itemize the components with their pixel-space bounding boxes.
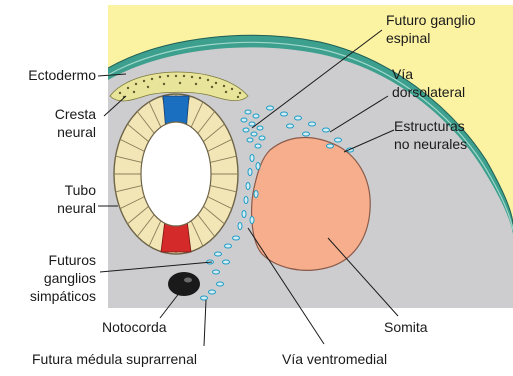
label-dorso-line2: dorsolateral	[392, 84, 465, 100]
label-cresta-line2: neural	[57, 124, 96, 140]
label-notocorda: Notocorda	[102, 319, 167, 335]
label-somita: Somita	[384, 319, 428, 335]
label-ventro: Vía ventromedial	[282, 351, 387, 367]
label-cresta-line1: Cresta	[55, 106, 96, 122]
label-ganglio-line2: espinal	[386, 30, 430, 46]
label-tubo-line2: neural	[57, 200, 96, 216]
neural-tube	[114, 94, 238, 254]
label-futuros-line2: ganglios	[44, 270, 96, 286]
label-futuros-line1: Futuros	[49, 252, 96, 268]
label-ganglio-line1: Futuro ganglio	[386, 12, 476, 28]
notochord-highlight	[184, 278, 192, 283]
label-estruct-line1: Estructuras	[394, 118, 465, 134]
label-futuros-line3: simpáticos	[30, 288, 96, 304]
label-medula: Futura médula suprarrenal	[32, 351, 197, 367]
label-dorso-line1: Vía	[392, 66, 413, 82]
neural-canal	[141, 122, 211, 226]
somite	[252, 138, 371, 271]
label-estruct-line2: no neurales	[394, 136, 467, 152]
label-ectodermo: Ectodermo	[28, 67, 96, 83]
notochord	[168, 272, 200, 296]
label-tubo-line1: Tubo	[65, 182, 97, 198]
